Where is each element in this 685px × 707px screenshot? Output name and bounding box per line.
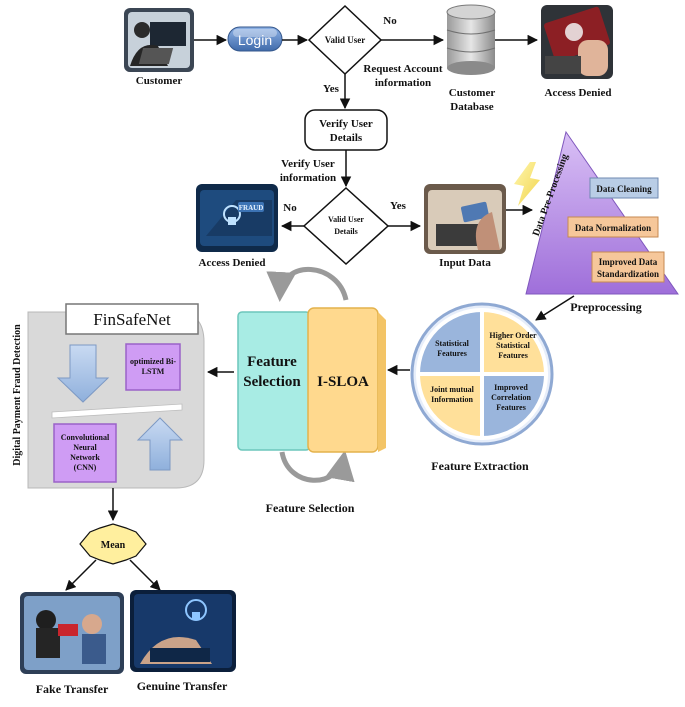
q4-line3: Features <box>496 403 526 412</box>
up-arrow-icon <box>136 417 184 471</box>
finsafenet-divider <box>51 403 183 419</box>
data-normalization-label: Data Normalization <box>575 223 651 233</box>
customer-image <box>124 8 194 72</box>
finsafenet-title: FinSafeNet <box>93 310 171 329</box>
quadrant-joint-mutual <box>415 372 484 441</box>
down-arrow-icon <box>56 344 110 403</box>
cnn-box <box>53 423 117 483</box>
quadrant-correlation <box>480 372 549 441</box>
request-account-line2: information <box>375 77 431 89</box>
verify-info-line1: Verify User <box>281 158 335 170</box>
login-label: Login <box>238 32 272 48</box>
genuine-transfer-image <box>130 590 236 672</box>
genuine-transfer-label: Genuine Transfer <box>137 679 228 693</box>
fraud-tag: FRAUD <box>239 204 264 212</box>
q2-line3: Features <box>498 351 528 360</box>
feature-selection-card-line2: Selection <box>243 374 301 390</box>
isloa-card <box>307 307 386 453</box>
input-data-image <box>424 184 506 254</box>
verify-info-line2: information <box>280 172 336 184</box>
mean-node <box>79 523 147 565</box>
valid-user-2-line2: Details <box>334 227 358 236</box>
cnn-line3: Network <box>70 453 100 462</box>
yes-label-1: Yes <box>323 83 340 95</box>
arrow-preprocessing-extraction <box>535 295 575 321</box>
cycle-arrow-top <box>266 267 349 302</box>
customer-label: Customer <box>136 75 183 87</box>
access-denied-label-1: Access Denied <box>545 87 612 99</box>
yes-label-2: Yes <box>390 200 407 212</box>
q3-line2: Information <box>431 395 473 404</box>
q2-line1: Higher Order <box>489 331 537 340</box>
feature-selection-card-line1: Feature <box>247 354 297 370</box>
verify-details-line1: Verify User <box>319 118 373 130</box>
feature-extraction-circle <box>410 302 554 446</box>
quadrant-statistical <box>415 307 484 376</box>
mean-label: Mean <box>101 540 126 551</box>
no-label-1: No <box>383 15 397 27</box>
cnn-line1: Convolutional <box>61 433 110 442</box>
verify-details-box <box>304 109 388 151</box>
verify-details-line2: Details <box>330 132 363 144</box>
q4-line1: Improved <box>494 383 528 392</box>
cycle-arrow-bottom <box>279 450 355 483</box>
arrow-mean-genuine <box>129 559 161 591</box>
cnn-line2: Neural <box>73 443 97 452</box>
cnn-line4: (CNN) <box>74 463 97 472</box>
quadrant-higher-order <box>480 307 549 376</box>
arrow-mean-fake <box>65 559 97 591</box>
bilstm-line1: optimized Bi- <box>130 357 176 366</box>
data-standardization-line2: Standardization <box>597 269 659 279</box>
data-normalization-box <box>567 216 659 238</box>
access-denied-image-1 <box>541 5 613 79</box>
fake-transfer-image <box>20 592 124 674</box>
data-cleaning-box <box>589 177 659 199</box>
preprocessing-caption: Preprocessing <box>570 300 642 314</box>
request-account-line1: Request Account <box>363 63 442 75</box>
isloa-label: I-SLOA <box>317 374 369 390</box>
q3-line1: Joint mutual <box>430 385 475 394</box>
feature-selection-caption: Feature Selection <box>266 501 355 515</box>
login-button[interactable]: Login <box>227 26 283 52</box>
customer-database-line1: Customer <box>449 87 496 99</box>
valid-user-label: Valid User <box>325 35 365 45</box>
customer-database-line2: Database <box>450 101 494 113</box>
preprocessing-yellow-arrow <box>514 162 540 206</box>
q2-line2: Statistical <box>496 341 531 350</box>
finsafenet-title-box <box>65 303 199 335</box>
data-standardization-line1: Improved Data <box>599 257 658 267</box>
q1-line2: Features <box>437 349 467 358</box>
no-label-2: No <box>283 202 297 214</box>
data-cleaning-label: Data Cleaning <box>596 184 652 194</box>
valid-user-details-decision <box>302 186 390 266</box>
input-data-label: Input Data <box>439 257 491 269</box>
q1-line1: Statistical <box>435 339 470 348</box>
access-denied-label-2: Access Denied <box>199 257 266 269</box>
data-standardization-box <box>591 251 665 283</box>
q4-line2: Correlation <box>491 393 531 402</box>
feature-extraction-caption: Feature Extraction <box>431 459 529 473</box>
valid-user-2-line1: Valid User <box>328 215 364 224</box>
bilstm-line2: LSTM <box>142 367 165 376</box>
fake-transfer-label: Fake Transfer <box>36 682 109 696</box>
customer-database-icon <box>446 4 496 75</box>
bilstm-box <box>125 343 181 391</box>
access-denied-image-2: FRAUD <box>196 184 278 252</box>
finsafenet-side-label: Digital Payment Fraud Detection <box>12 324 23 466</box>
